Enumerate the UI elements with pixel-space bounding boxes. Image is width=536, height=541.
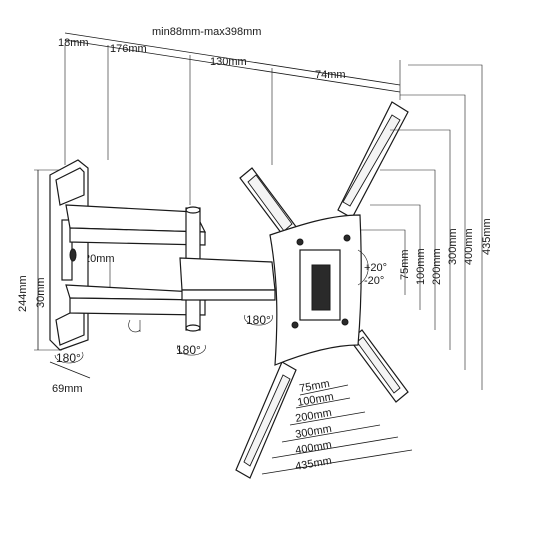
vesa-bottom-75: 75mm <box>298 378 330 395</box>
cable-clip <box>128 319 141 333</box>
tilt-down-label: -20° <box>364 275 384 287</box>
overall-range-label: min88mm-max398mm <box>152 26 261 38</box>
vesa-bottom-200: 200mm <box>294 407 332 425</box>
vesa-bottom-400: 400mm <box>294 439 332 457</box>
vesa-right-400: 400mm <box>463 228 475 265</box>
wall-plate <box>49 159 89 351</box>
arm1-label: 176mm <box>110 43 147 55</box>
bottom-vesa-dimension-lines <box>261 384 413 475</box>
vesa-bottom-300: 300mm <box>294 423 332 441</box>
vesa-bracket <box>235 101 409 479</box>
arm-spacing-label: 20mm <box>84 253 115 265</box>
wall-swivel-label: 180° <box>56 351 81 365</box>
right-vesa-dimension-lines <box>360 64 483 390</box>
tilt-arc <box>357 249 369 286</box>
mid-swivel-label: 180° <box>176 343 201 357</box>
head-swivel-label: 180° <box>246 313 271 327</box>
vesa-right-435: 435mm <box>481 218 493 255</box>
vesa-bottom-435: 435mm <box>294 455 332 473</box>
vesa-right-75: 75mm <box>399 249 411 280</box>
plate-gap-label: 30mm <box>35 277 47 308</box>
swing-arm-front <box>179 257 276 301</box>
vesa-right-100: 100mm <box>415 248 427 285</box>
plate-height-label: 244mm <box>17 275 29 312</box>
arm2-label: 130mm <box>210 56 247 68</box>
vesa-right-200: 200mm <box>431 248 443 285</box>
rotation-indicators <box>54 314 273 364</box>
top-dimension-lines <box>64 32 401 205</box>
plate-depth-label: 69mm <box>52 383 83 395</box>
vesa-right-300: 300mm <box>447 228 459 265</box>
head-label: 74mm <box>315 69 346 81</box>
plate-offset-label: 18mm <box>58 37 89 49</box>
tilt-up-label: +20° <box>364 262 387 274</box>
swing-arm-upper <box>65 204 206 246</box>
